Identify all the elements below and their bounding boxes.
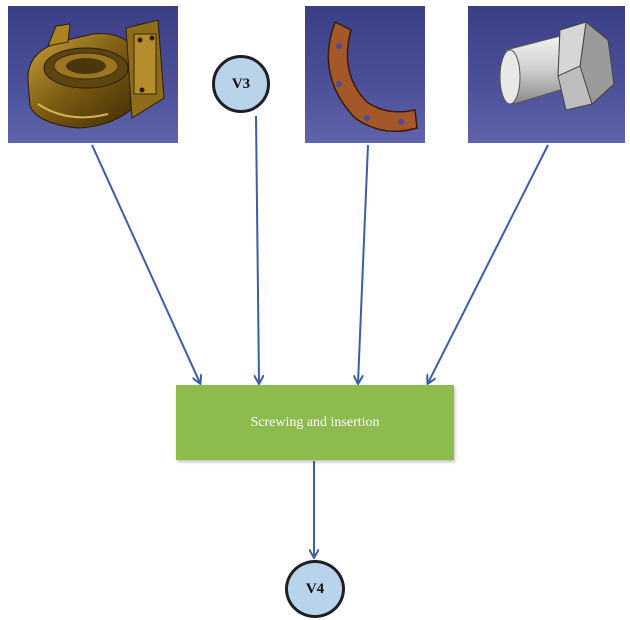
part-panel-bolt	[468, 6, 625, 143]
v4-node: V4	[285, 560, 345, 618]
arrow-housing-to-process	[91, 144, 200, 383]
arrow-gasket-to-process	[358, 144, 369, 383]
gasket-icon	[327, 20, 418, 133]
process-label: Screwing and insertion	[250, 414, 380, 430]
pump-housing-icon	[27, 19, 165, 129]
bolt-icon	[499, 21, 615, 111]
arrow-v3-to-process	[256, 115, 259, 383]
v3-node: V3	[212, 55, 270, 113]
arrow-bolt-to-process	[428, 144, 549, 383]
process-box: Screwing and insertion	[176, 385, 454, 460]
part-panel-gasket	[305, 6, 425, 143]
part-panel-housing	[8, 6, 178, 143]
